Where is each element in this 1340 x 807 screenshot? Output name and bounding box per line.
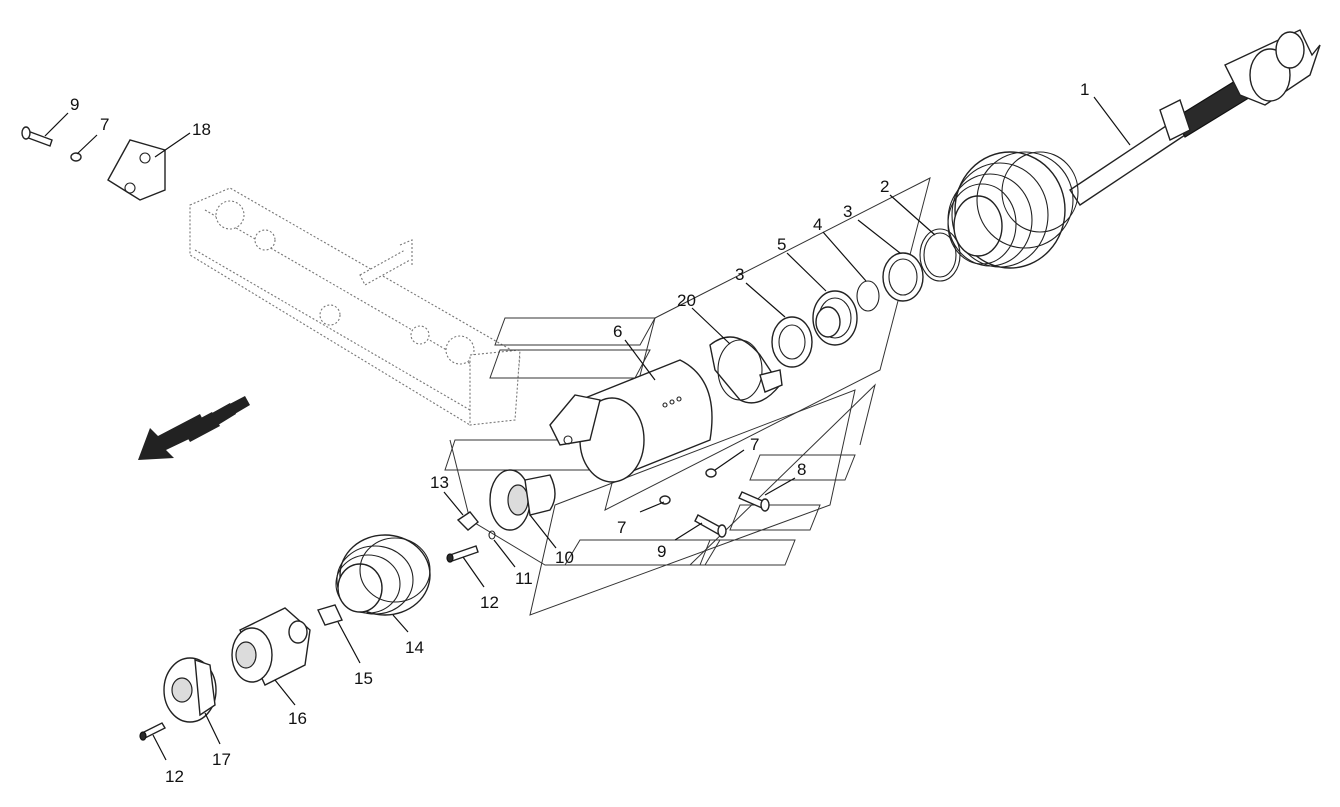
- label-1: 1: [1080, 80, 1089, 99]
- bolt-part-12-upper: [446, 545, 479, 563]
- washer-part-3-lower: [771, 316, 813, 368]
- leader-lines: [44, 96, 1131, 761]
- label-17: 17: [212, 750, 231, 769]
- ring-part-4: [856, 280, 880, 312]
- label-8: 8: [797, 460, 806, 479]
- bolt-part-8: [738, 491, 770, 512]
- bolt-part-9-topleft: [21, 126, 53, 147]
- label-12-lower: 12: [165, 767, 184, 786]
- label-7-topleft: 7: [100, 115, 109, 134]
- hose-clamp-part-20: [709, 336, 783, 404]
- washer-part-7-topleft: [70, 152, 82, 162]
- label-9-topleft: 9: [70, 95, 79, 114]
- bolt-part-12-lower: [139, 722, 166, 741]
- pto-shaft-part-1: [1069, 29, 1321, 206]
- label-4: 4: [813, 215, 822, 234]
- pin-part-11: [488, 530, 496, 540]
- direction-arrow: [138, 396, 250, 460]
- callout-labels: 1 2 3 4 5 3 20 6 7 8 7 9 10 11 13 12 14 …: [70, 80, 1089, 786]
- label-14: 14: [405, 638, 424, 657]
- label-20: 20: [677, 291, 696, 310]
- label-5: 5: [777, 235, 786, 254]
- label-9-center: 9: [657, 542, 666, 561]
- bracket-part-18: [107, 139, 166, 201]
- key-part-15: [317, 604, 343, 626]
- label-6: 6: [613, 322, 622, 341]
- label-7-center: 7: [617, 518, 626, 537]
- bearing-part-5: [812, 290, 858, 346]
- bellows-guard: [947, 151, 1079, 269]
- spring-part-14: [335, 534, 431, 616]
- label-2: 2: [880, 177, 889, 196]
- label-13: 13: [430, 473, 449, 492]
- label-11: 11: [515, 569, 533, 588]
- label-7-right: 7: [750, 435, 759, 454]
- washer-part-7-b: [705, 468, 717, 478]
- flange-part-10: [489, 469, 556, 531]
- label-15: 15: [354, 669, 373, 688]
- housing-part-6: [549, 359, 713, 483]
- circlip-part-2: [919, 228, 961, 282]
- bolt-part-9-center: [694, 514, 727, 538]
- label-12-upper: 12: [480, 593, 499, 612]
- label-3-upper: 3: [843, 202, 852, 221]
- coupling-part-16: [231, 607, 311, 686]
- plate-part-13: [456, 511, 479, 531]
- label-18: 18: [192, 120, 211, 139]
- label-10: 10: [555, 548, 574, 567]
- washer-part-3-upper: [882, 252, 924, 302]
- hub-part-17: [163, 657, 217, 723]
- label-16: 16: [288, 709, 307, 728]
- frame-beam-ghost: [189, 187, 521, 426]
- label-3-lower: 3: [735, 265, 744, 284]
